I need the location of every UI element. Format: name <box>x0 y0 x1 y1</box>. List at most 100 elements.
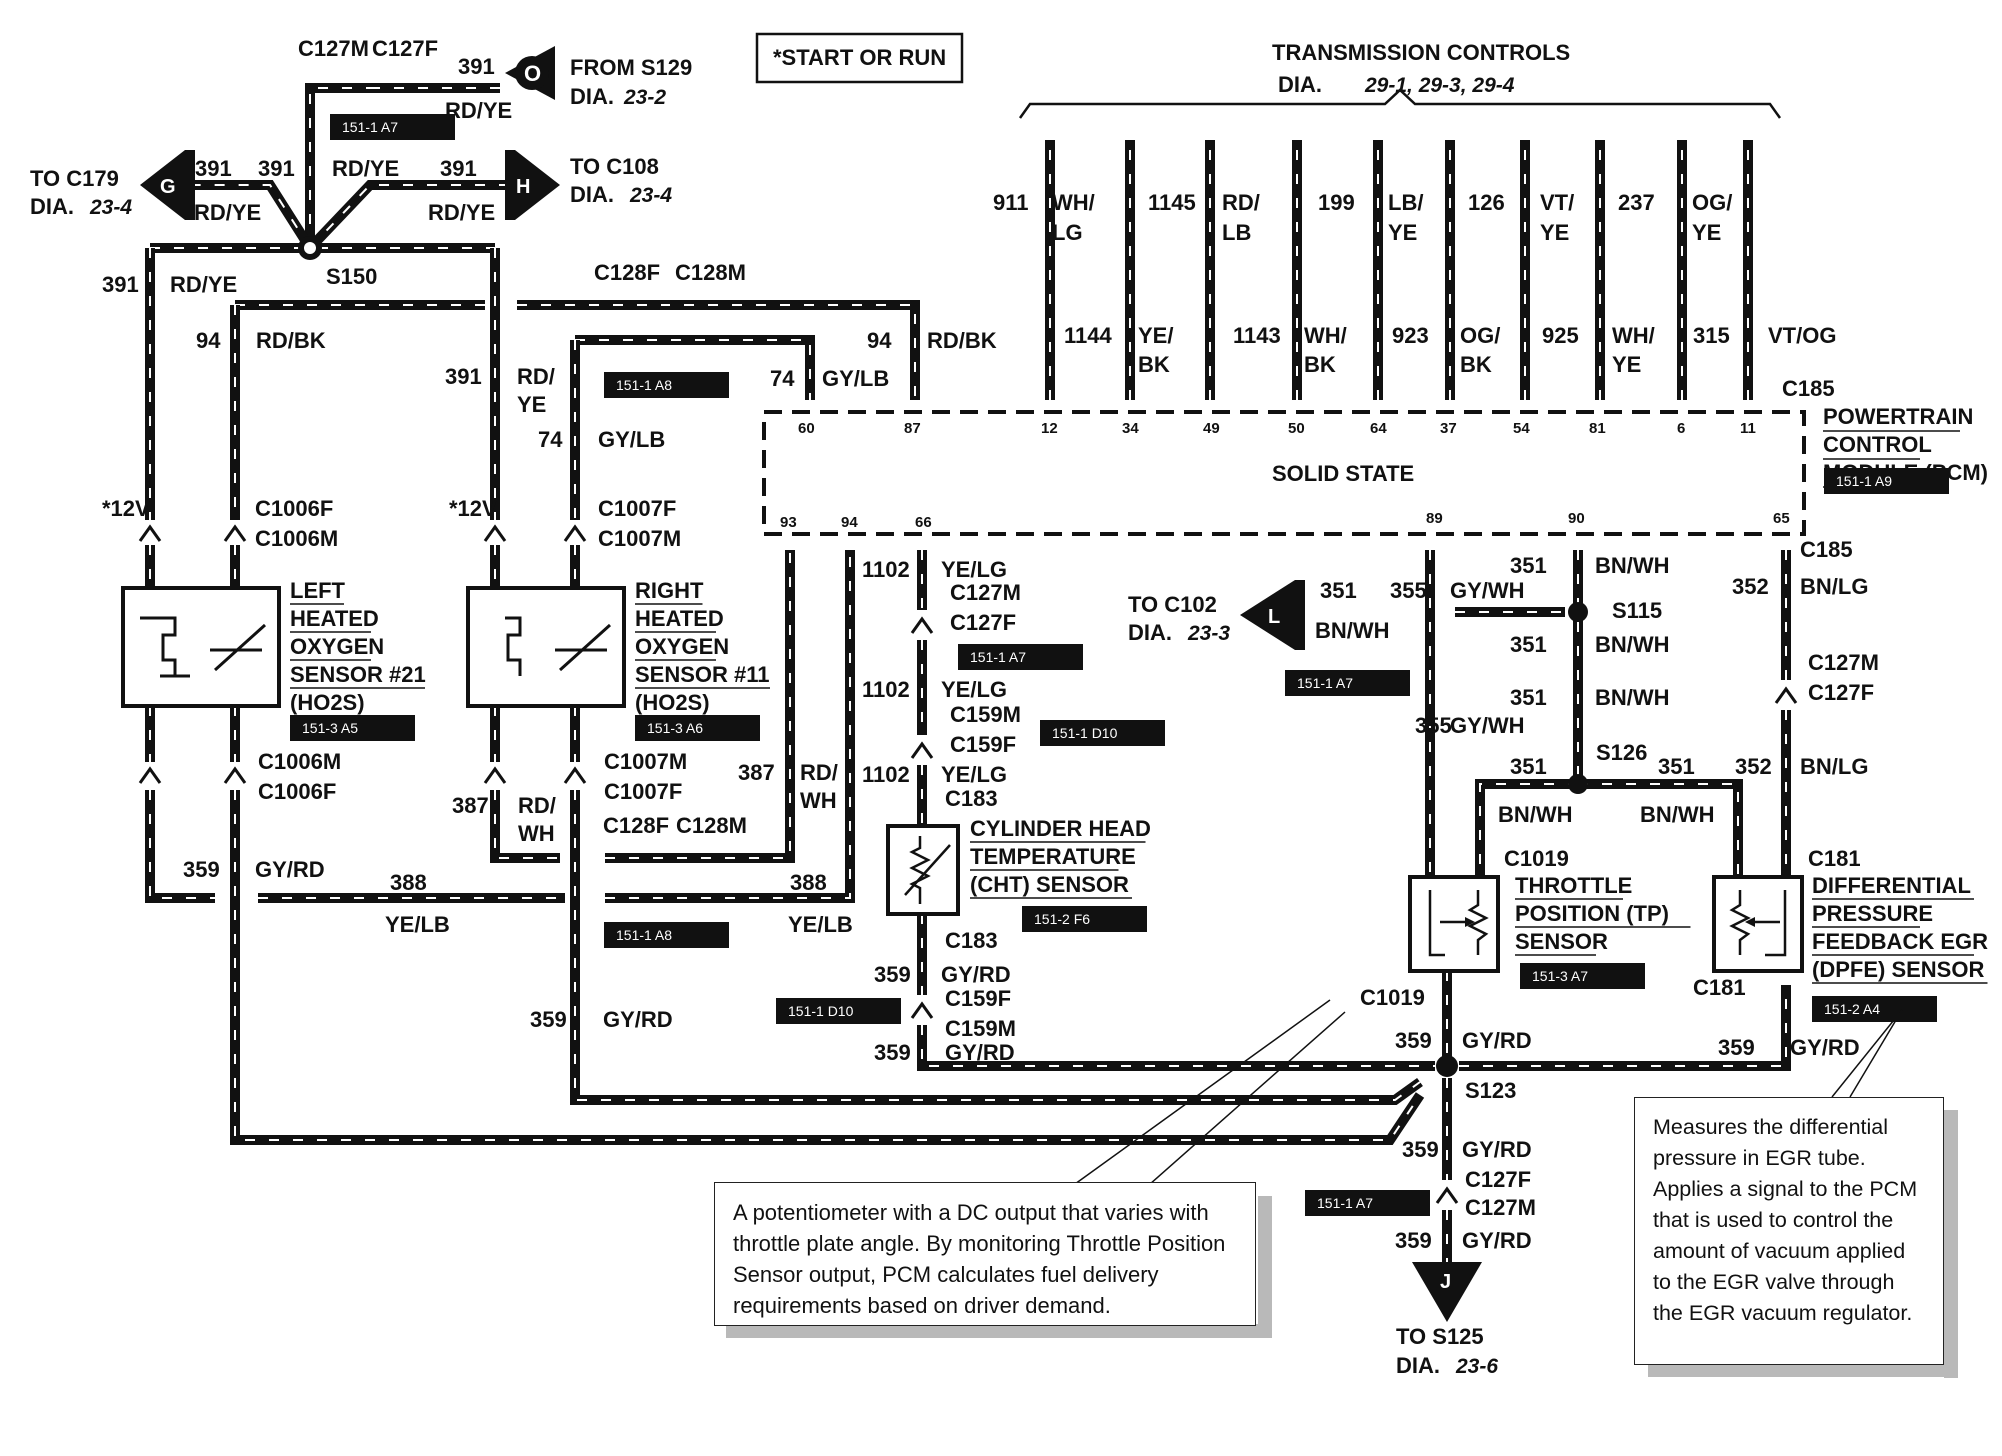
svg-text:BK: BK <box>1138 352 1170 377</box>
svg-text:LG: LG <box>1052 220 1083 245</box>
connector-mark <box>483 524 507 542</box>
wire-label: C1019 <box>1360 985 1425 1010</box>
splice-s126 <box>1568 774 1588 794</box>
wire-label: 1102 <box>862 677 910 702</box>
ref-tag <box>1022 906 1147 932</box>
callout-leaders <box>1074 999 1903 1185</box>
wire-label: BN/WH <box>1595 632 1670 657</box>
ref-tag <box>1824 468 1949 494</box>
component-label-line: TEMPERATURE <box>970 844 1136 869</box>
wire-label: 387 <box>738 760 775 785</box>
svg-text:L: L <box>1268 606 1280 628</box>
wire-label: C185 <box>1800 537 1853 562</box>
wire-stripe <box>234 790 1421 1141</box>
svg-text:OG/: OG/ <box>1692 190 1732 215</box>
wire-label: S115 <box>1612 598 1662 623</box>
connector-mark <box>483 766 507 784</box>
connector-mark <box>563 524 587 542</box>
svg-text:VT/: VT/ <box>1540 190 1574 215</box>
component-label-line: RIGHT <box>635 578 704 603</box>
svg-text:H: H <box>516 176 530 198</box>
pcm-connector: C185 <box>1782 376 1835 401</box>
wire-stripe <box>1479 783 1578 877</box>
wire-label: C183 <box>945 786 998 811</box>
wire-label: 391 <box>445 364 482 389</box>
component-label-line: (HO2S) <box>635 690 710 715</box>
wire-label: 1102 <box>862 557 910 582</box>
wire-label: S123 <box>1465 1078 1516 1103</box>
wire-stripe <box>605 550 791 859</box>
wire-label: C127M <box>298 36 369 61</box>
wire-label: 355 <box>1390 578 1427 603</box>
wire-label: GY/WH <box>1450 713 1525 738</box>
cht-sensor <box>886 824 960 916</box>
svg-text:O: O <box>524 61 541 86</box>
connector-mark <box>138 766 162 784</box>
wire-label: YE/LB <box>385 912 450 937</box>
svg-text:911: 911 <box>993 190 1029 215</box>
component-label-line: (DPFE) SENSOR <box>1812 957 1984 982</box>
dpfe-description-note: Measures the differential pressure in EG… <box>1634 1097 1944 1365</box>
wire-label: 351 <box>1510 685 1547 710</box>
svg-text:199: 199 <box>1318 190 1355 215</box>
component-label-line: SENSOR #21 <box>290 662 426 687</box>
component-label-line: CYLINDER HEAD <box>970 816 1151 841</box>
pin-11: 11 <box>1740 420 1756 437</box>
component-label-line: (CHT) SENSOR <box>970 872 1129 897</box>
cht-label: CYLINDER HEAD TEMPERATURE (CHT) SENSOR <box>970 816 1151 899</box>
component-label-line: OXYGEN <box>290 634 384 659</box>
pin-87: 87 <box>904 420 921 437</box>
pin-60: 60 <box>798 420 815 437</box>
wire-label: 391 <box>258 156 295 181</box>
wire-label: 359 <box>1718 1035 1755 1060</box>
pin-65: 65 <box>1773 510 1790 527</box>
svg-text:TO C102: TO C102 <box>1128 592 1217 617</box>
connector-mark <box>1435 1186 1459 1204</box>
pin-49: 49 <box>1203 420 1220 437</box>
wire-label: 359 <box>874 1040 911 1065</box>
wire-label: YE <box>517 392 546 417</box>
wire-label: YE/LG <box>941 677 1007 702</box>
wire-label: WH <box>518 821 555 846</box>
wire-label: GY/LB <box>598 427 665 452</box>
svg-text:TO S125: TO S125 <box>1396 1324 1484 1349</box>
wire-label: 359 <box>1395 1028 1432 1053</box>
wire-label: C181 <box>1693 975 1746 1000</box>
pcm-name-2: CONTROL <box>1823 432 1932 457</box>
wire-label: 391 <box>440 156 477 181</box>
transmission-circuits: 911 WH/ LG 1145 RD/ LB 199 LB/ YE 126 VT… <box>993 190 1836 377</box>
ref-tag-text: 151-1 D10 <box>1052 725 1118 741</box>
wire-stripe <box>309 87 370 248</box>
wire-label: 359 <box>1402 1137 1439 1162</box>
wire-label: C128M <box>675 260 746 285</box>
note-tp-shadow <box>1258 1196 1272 1338</box>
dpfe-sensor <box>1712 875 1804 973</box>
svg-text:1143: 1143 <box>1233 323 1281 348</box>
wire-label: C1007M <box>598 526 681 551</box>
wire-label: S126 <box>1596 740 1647 765</box>
ref-tag-text: 151-1 A7 <box>1317 1195 1373 1211</box>
splice-s115 <box>1568 602 1588 622</box>
tp-description-note: A potentiometer with a DC output that va… <box>714 1182 1256 1326</box>
pin-6: 6 <box>1677 420 1685 437</box>
wire-label: *12V <box>102 496 150 521</box>
wire-label: 359 <box>1395 1228 1432 1253</box>
wire-label: 388 <box>790 870 827 895</box>
ref-tag-text: 151-1 A9 <box>1836 473 1892 489</box>
wire-label: 351 <box>1658 754 1695 779</box>
wire-label: RD/YE <box>445 98 512 123</box>
offpage-o: O FROM S129 DIA. 23-2 <box>505 46 692 109</box>
component-label-line: LEFT <box>290 578 346 603</box>
ref-tag-text: 151-3 A5 <box>302 720 358 736</box>
connector-mark <box>910 616 934 634</box>
wire-label: C1007F <box>598 496 676 521</box>
wire-segment <box>230 790 1425 1145</box>
ref-tag <box>330 114 455 140</box>
ref-tag <box>1520 963 1645 989</box>
wire-label: RD/ <box>518 793 556 818</box>
svg-text:DIA.: DIA. <box>570 84 614 109</box>
